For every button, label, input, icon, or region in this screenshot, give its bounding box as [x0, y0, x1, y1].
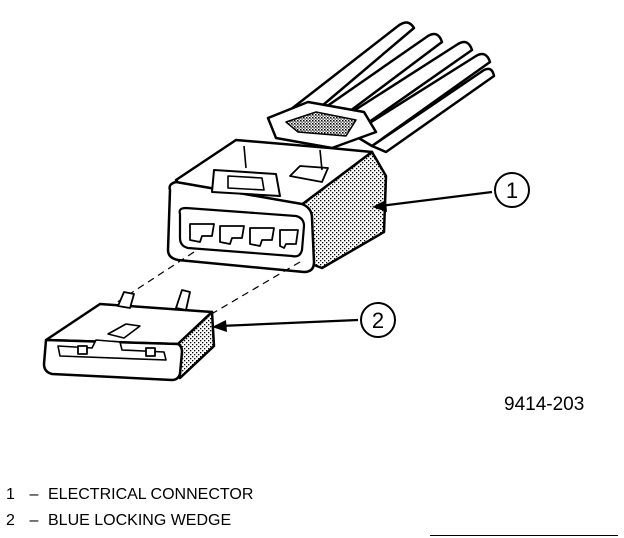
legend-label: ELECTRICAL CONNECTOR — [48, 486, 254, 503]
blue-locking-wedge — [42, 289, 216, 382]
legend-item: 1–ELECTRICAL CONNECTOR — [6, 482, 253, 508]
legend-number: 1 — [6, 486, 15, 503]
bottom-rule — [430, 535, 618, 536]
callout-1: 1 — [372, 172, 530, 212]
figure-code: 9414-203 — [504, 394, 585, 415]
callout-2: 2 — [212, 302, 396, 338]
wire-bundle — [288, 21, 496, 154]
electrical-connector — [166, 100, 388, 274]
legend-label: BLUE LOCKING WEDGE — [48, 512, 232, 529]
legend: 1–ELECTRICAL CONNECTOR 2–BLUE LOCKING WE… — [6, 482, 253, 534]
callout-number-1: 1 — [506, 178, 518, 203]
legend-separator: – — [29, 512, 39, 529]
callout-number-2: 2 — [372, 308, 384, 333]
legend-item: 2–BLUE LOCKING WEDGE — [6, 508, 253, 534]
legend-number: 2 — [6, 512, 15, 529]
legend-separator: – — [29, 486, 39, 503]
